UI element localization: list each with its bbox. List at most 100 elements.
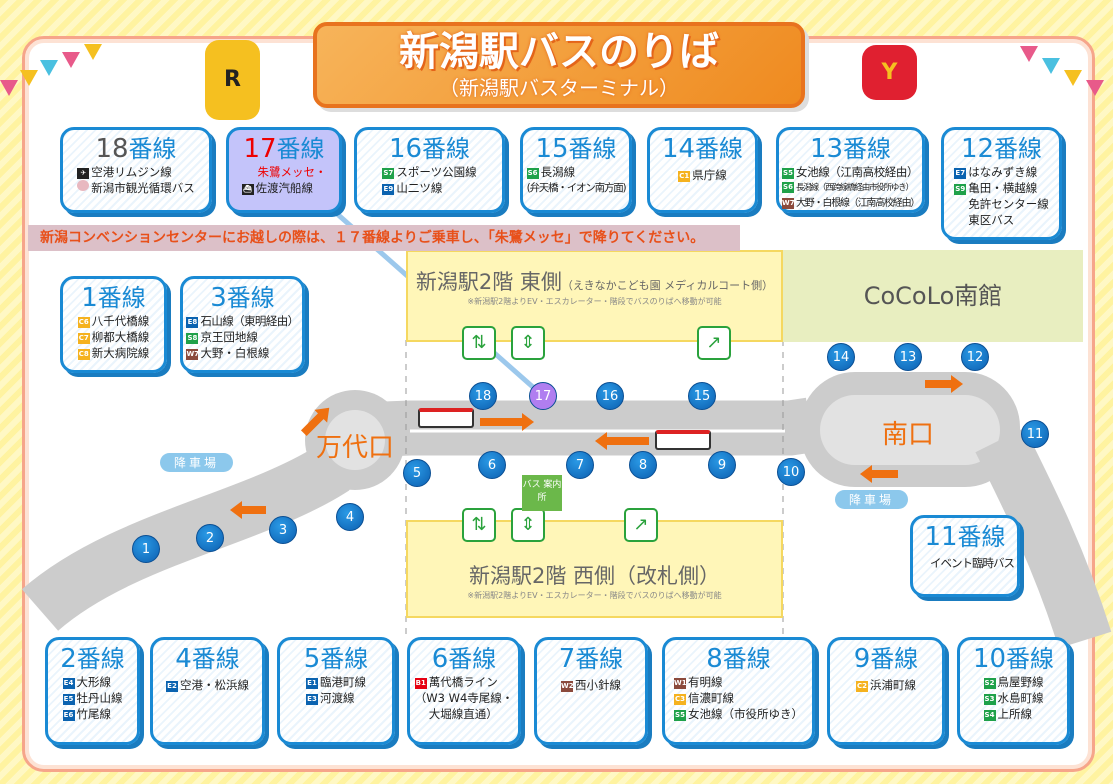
platform-number: 17番線 (232, 134, 336, 164)
bunting (40, 60, 58, 76)
line-name: 免許センター線 (968, 197, 1049, 211)
platform-suffix: 番線 (422, 135, 471, 163)
stop-17[interactable]: 17 (529, 382, 557, 410)
platform-num: 2 (60, 644, 77, 674)
route-badge-icon (77, 180, 90, 191)
platform-suffix: 番線 (957, 523, 1006, 551)
road (975, 427, 1112, 649)
platform-suffix: 番線 (1006, 645, 1055, 673)
route-badge-icon: W7 (186, 349, 200, 360)
line-name: 臨港町線 (320, 675, 366, 689)
platform-number: 9番線 (833, 644, 939, 674)
platform-number: 6番線 (413, 644, 515, 674)
title-text: 新潟駅バスのりば (399, 29, 719, 75)
route-badge-icon: S3 (983, 694, 996, 705)
platform-suffix: 番線 (568, 135, 617, 163)
line-name: 大形線 (76, 675, 112, 689)
route-badge-icon: W1 (674, 678, 687, 689)
platform-11-card[interactable]: 11番線イベント臨時バス (910, 515, 1020, 597)
stop-9[interactable]: 9 (708, 451, 736, 479)
stop-15[interactable]: 15 (688, 382, 716, 410)
route-badge-icon: E5 (62, 694, 75, 705)
stop-10[interactable]: 10 (777, 458, 805, 486)
stop-5[interactable]: 5 (403, 459, 431, 487)
platform-17-card[interactable]: 17番線朱鷺メッセ・⛴佐渡汽船線 (226, 127, 342, 213)
stop-1[interactable]: 1 (132, 535, 160, 563)
line-name: はなみずき線 (968, 165, 1038, 179)
platform-num: 10 (972, 644, 1007, 674)
platform-suffix: 番線 (226, 284, 275, 312)
arrow-right-icon (480, 413, 534, 431)
stop-14[interactable]: 14 (827, 343, 855, 371)
stop-12[interactable]: 12 (961, 343, 989, 371)
stop-16[interactable]: 16 (596, 382, 624, 410)
line-name: 水島町線 (997, 691, 1044, 705)
bus-icon (655, 430, 711, 450)
stop-13[interactable]: 13 (894, 343, 922, 371)
platform-num: 3 (210, 283, 227, 313)
stop-2[interactable]: 2 (196, 524, 224, 552)
stop-8[interactable]: 8 (629, 451, 657, 479)
stop-11[interactable]: 11 (1021, 420, 1049, 448)
route-badge-icon: ✈ (77, 168, 90, 179)
route-badge-icon: C3 (674, 694, 686, 705)
east-paren-text: （えきなかこども園 メディカルコート側） (561, 279, 774, 292)
line-list: W2西小針線 (561, 677, 621, 693)
bunting (1020, 46, 1038, 62)
route-badge-icon: S7 (382, 168, 395, 179)
line-item: ✈空港リムジン線 (77, 164, 195, 180)
stop-3[interactable]: 3 (269, 516, 297, 544)
line-name: 大野・白根線（江南高校経由） (796, 198, 920, 209)
bus-icon (418, 408, 474, 428)
platform-18-card[interactable]: 18番線✈空港リムジン線新潟市観光循環バス (60, 127, 212, 213)
bunting (0, 80, 18, 96)
cocolo-building: CoCoLo南館 (783, 250, 1083, 342)
stop-4[interactable]: 4 (336, 503, 364, 531)
platform-num: 14 (661, 134, 696, 164)
stop-18[interactable]: 18 (469, 382, 497, 410)
platform-number: 1番線 (66, 283, 161, 313)
bunting (1086, 80, 1104, 96)
stop-7[interactable]: 7 (566, 451, 594, 479)
line-name: 河渡線 (320, 691, 355, 705)
stop-6[interactable]: 6 (478, 451, 506, 479)
platform-suffix: 番線 (722, 645, 771, 673)
route-badge-icon: E6 (62, 710, 75, 721)
line-name: 京王団地線 (200, 330, 258, 344)
line-name: 柳都大橋線 (91, 330, 150, 344)
platform-number: 8番線 (668, 644, 809, 674)
minami-island (820, 395, 1000, 465)
route-badge-icon: E2 (166, 681, 178, 692)
bunting (84, 44, 102, 60)
platform-suffix: 番線 (320, 645, 369, 673)
route-badge-icon: C1 (678, 171, 691, 182)
arrow-left-icon (860, 465, 898, 483)
platform-num: 11 (924, 522, 958, 552)
